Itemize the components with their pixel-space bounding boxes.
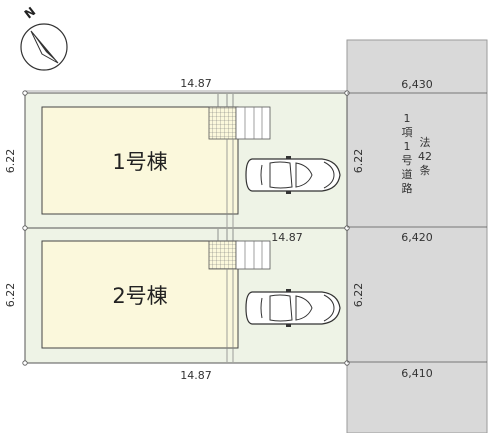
dim-lot1-left-depth: 6.22 [4,149,17,174]
road-label-char: 42 [418,150,432,163]
dim-middle-width: 14.87 [271,231,303,244]
building-2 [41,240,239,349]
road-label-char: 1 [404,140,411,153]
car-icon [245,289,341,327]
stairs-icon [208,229,271,270]
vertex-markers [22,90,350,366]
road [346,39,488,433]
dim-top-width: 14.87 [180,77,212,90]
road-label-char: 項 [402,126,413,139]
road-label-char: 法 [420,135,431,149]
road-width-top: 6,430 [401,78,433,91]
path-1 [226,139,234,227]
dim-lot2-right-depth: 6.22 [352,283,365,308]
path-2 [226,269,234,362]
compass-icon: N [20,4,68,71]
building-1 [41,106,239,215]
building-2-label: 2号棟 [112,284,167,308]
road-label-char: 路 [402,182,413,195]
dim-bottom-width: 14.87 [180,369,212,382]
car-icon [245,156,341,194]
road-width-middle: 6,420 [401,231,433,244]
building-1-label: 1号棟 [112,150,167,174]
road-width-bottom: 6,410 [401,367,433,380]
compass-north-label: N [22,4,39,21]
dim-lot2-left-depth: 6.22 [4,283,17,308]
dim-lot1-right-depth: 6.22 [352,149,365,174]
road-label: 1 項 1 号 道 路 法 42 条 [402,112,433,195]
road-label-char: 1 [404,112,411,125]
road-label-char: 号 [402,154,413,167]
road-label-char: 条 [420,163,431,177]
stairs-icon [208,94,271,140]
road-label-char: 道 [402,167,413,181]
